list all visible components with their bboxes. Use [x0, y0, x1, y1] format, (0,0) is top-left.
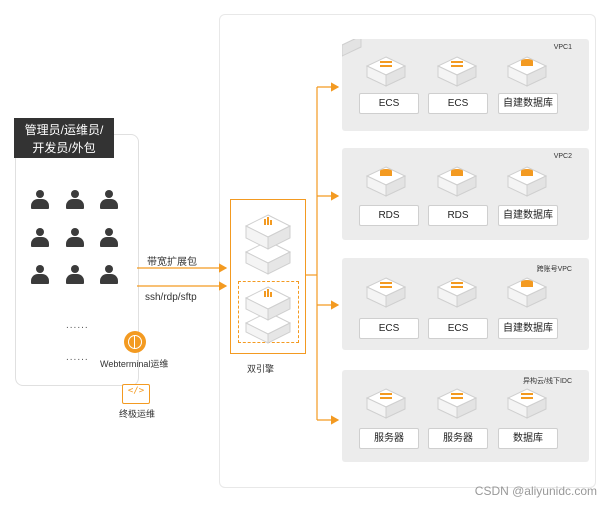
more-users-ellipsis: ......: [66, 352, 89, 363]
resource-label: RDS: [428, 205, 488, 226]
user-icon: [100, 265, 118, 285]
user-icon: [66, 265, 84, 285]
users-group-card: [15, 134, 139, 386]
engine-cubes: [244, 214, 292, 344]
more-users-ellipsis: ......: [66, 320, 89, 331]
terminal-label: 终极运维: [119, 409, 156, 419]
user-icon: [31, 265, 49, 285]
user-icon: [100, 190, 118, 210]
resource-label: ECS: [359, 93, 419, 114]
resource-icons: [342, 39, 547, 419]
user-icon: [66, 190, 84, 210]
panel-title: VPC2: [553, 153, 572, 160]
resource-label: ECS: [359, 318, 419, 339]
panel-title: VPC1: [553, 44, 572, 51]
webterminal-icon: [124, 331, 146, 353]
resource-label: 自建数据库: [498, 93, 558, 114]
terminal-code-icon: </>: [122, 384, 150, 404]
resource-label: 服务器: [428, 428, 488, 449]
user-roles-label: 管理员/运维员/ 开发员/外包: [14, 118, 114, 158]
webterminal-label: Webterminal运维: [100, 359, 169, 369]
user-icon: [66, 228, 84, 248]
bandwidth-label: 带宽扩展包: [147, 257, 197, 268]
resource-label: ECS: [428, 318, 488, 339]
resource-label: 自建数据库: [498, 318, 558, 339]
dual-engine-label: 双引擎: [247, 364, 275, 374]
watermark: CSDN @aliyunidc.com: [474, 484, 597, 498]
panel-title: 异构云/线下IDC: [523, 378, 572, 385]
resource-label: RDS: [359, 205, 419, 226]
resource-label: ECS: [428, 93, 488, 114]
user-icon: [100, 228, 118, 248]
resource-label: 服务器: [359, 428, 419, 449]
engine-primary-icon: [244, 214, 292, 275]
panel-title: 跨账号VPC: [536, 266, 572, 273]
terminal-glyph: </>: [127, 386, 145, 396]
resource-label: 自建数据库: [498, 205, 558, 226]
resource-label: 数据库: [498, 428, 558, 449]
user-icon: [31, 190, 49, 210]
user-icon: [31, 228, 49, 248]
engine-standby-icon: [244, 286, 292, 344]
protocols-label: ssh/rdp/sftp: [145, 292, 197, 303]
